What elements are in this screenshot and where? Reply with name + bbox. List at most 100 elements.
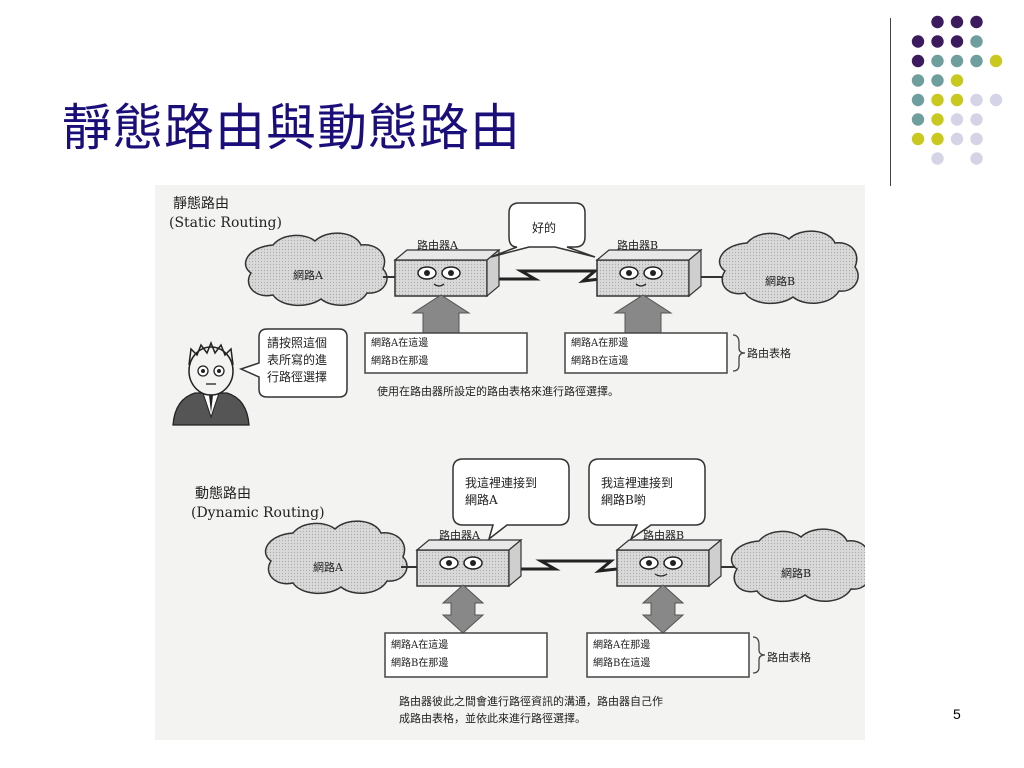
static-heading-en: (Static Routing) — [169, 215, 282, 231]
dynamic-table-a-row: 網路A在這邊 — [391, 640, 449, 651]
dynamic-speech-bubble-a — [452, 458, 570, 542]
static-routing-table-label: 路由表格 — [747, 347, 791, 360]
decorative-dot — [931, 152, 944, 165]
dynamic-network-b-label: 網路B — [781, 567, 812, 580]
decorative-dot — [970, 93, 983, 107]
page-number: 5 — [953, 706, 961, 722]
decorative-dot — [911, 93, 925, 107]
slide-title: 靜態路由與動態路由 — [62, 99, 521, 157]
static-router-b — [595, 248, 703, 298]
dynamic-heading: 動態路由 — [195, 486, 251, 502]
dynamic-caption: 路由器彼此之間會進行路徑資訊的溝通，路由器自己作 成路由表格，並依此來進行路徑選… — [399, 693, 663, 727]
dynamic-caption-line: 路由器彼此之間會進行路徑資訊的溝通，路由器自己作 — [399, 695, 663, 708]
decorative-dot — [989, 54, 1003, 68]
decorative-dot — [970, 15, 983, 29]
dynamic-arrow-b — [641, 584, 685, 634]
static-table-b-row: 網路B在這邊 — [571, 356, 629, 367]
decorative-dot — [950, 54, 964, 68]
decorative-dot — [970, 113, 983, 126]
decorative-dot — [931, 35, 944, 48]
dynamic-table-a-text: 網路A在這邊 網路B在那邊 — [391, 637, 448, 673]
static-cloud-network-a — [244, 232, 388, 307]
decorative-dot — [931, 93, 944, 107]
dynamic-routing-table-label: 路由表格 — [767, 651, 811, 664]
static-router-a — [393, 248, 501, 298]
dynamic-speech-b-line: 我這裡連接到 — [601, 476, 674, 490]
person-speech-line: 請按照這個 — [267, 336, 328, 350]
decorative-dot — [931, 15, 944, 29]
decorative-dot — [970, 152, 983, 165]
decorative-dot — [950, 35, 964, 48]
dynamic-table-b — [586, 632, 750, 678]
decorative-dot — [970, 54, 983, 68]
routing-diagram-svg — [172, 202, 865, 678]
decorative-dot — [970, 35, 983, 48]
decorative-dot — [911, 54, 925, 68]
dynamic-table-a-row: 網路B在那邊 — [391, 658, 449, 669]
dynamic-table-a — [384, 632, 548, 678]
static-speech-text: 好的 — [532, 221, 557, 235]
dynamic-cloud-network-b — [730, 528, 865, 603]
person-speech-line: 表所寫的進 — [267, 353, 328, 367]
person-speech-text: 請按照這個 表所寫的進 行路徑選擇 — [267, 335, 327, 386]
decorative-dot — [911, 74, 925, 87]
decorative-dot — [911, 35, 925, 48]
static-table-b — [564, 332, 728, 374]
dynamic-arrow-a — [441, 584, 485, 634]
static-link-zigzag — [485, 269, 601, 284]
dynamic-speech-bubble-b — [588, 458, 706, 542]
dynamic-table-b-row: 網路A在那邊 — [593, 640, 651, 651]
static-table-b-text: 網路A在那邊 網路B在這邊 — [571, 335, 628, 371]
decorative-dot — [950, 132, 964, 146]
dynamic-speech-b-line: 網路B喲 — [601, 493, 646, 507]
static-speech-bubble — [490, 202, 596, 258]
decorative-dot — [931, 113, 944, 126]
decorative-dot — [950, 15, 964, 29]
person-speech-line: 行路徑選擇 — [267, 370, 328, 384]
dynamic-cloud-network-a — [264, 520, 408, 595]
decorative-dot — [931, 74, 944, 87]
static-network-b-label: 網路B — [765, 275, 796, 288]
dynamic-router-b — [615, 538, 723, 588]
dynamic-router-b-label: 路由器B — [643, 529, 685, 542]
static-caption: 使用在路由器所設定的路由表格來進行路徑選擇。 — [377, 385, 619, 398]
static-cloud-network-b — [718, 230, 859, 305]
dynamic-network-a-label: 網路A — [313, 561, 343, 574]
dynamic-caption-line: 成路由表格，並依此來進行路徑選擇。 — [399, 712, 586, 725]
decorative-dot — [911, 132, 925, 146]
decorative-dot — [989, 93, 1003, 107]
divider-line — [890, 18, 891, 186]
static-table-a-text: 網路A在這邊 網路B在那邊 — [371, 335, 428, 371]
dynamic-heading-en: (Dynamic Routing) — [191, 505, 325, 521]
static-table-a-row: 網路B在那邊 — [371, 356, 429, 367]
dynamic-speech-b-text: 我這裡連接到 網路B喲 — [601, 475, 673, 509]
static-table-b-row: 網路A在那邊 — [571, 338, 629, 349]
static-table-a — [364, 332, 528, 374]
person-speech-bubble — [238, 328, 348, 398]
dynamic-speech-a-line: 我這裡連接到 — [465, 476, 538, 490]
static-table-a-row: 網路A在這邊 — [371, 338, 429, 349]
static-arrow-b — [613, 294, 673, 334]
dynamic-speech-a-line: 網路A — [465, 493, 498, 507]
decorative-dot — [911, 113, 925, 126]
static-router-b-label: 路由器B — [617, 239, 659, 252]
person-illustration — [172, 340, 250, 426]
decorative-dot — [950, 93, 964, 107]
dynamic-router-a-label: 路由器A — [439, 529, 480, 542]
decorative-dot — [950, 74, 964, 87]
static-arrow-a — [411, 294, 471, 334]
dynamic-speech-a-text: 我這裡連接到 網路A — [465, 475, 537, 509]
static-heading: 靜態路由 — [173, 196, 229, 212]
decorative-dot — [970, 132, 983, 146]
dynamic-table-b-row: 網路B在這邊 — [593, 658, 651, 669]
decorative-dot — [931, 54, 944, 68]
static-network-a-label: 網路A — [293, 269, 323, 282]
decorative-dot — [931, 132, 944, 146]
decorative-dot — [950, 113, 964, 126]
dynamic-router-a — [415, 538, 523, 588]
routing-figure: 靜態路由 (Static Routing) 路由器A 路由器B 網路A 網路B … — [155, 185, 865, 740]
dynamic-link-zigzag — [507, 559, 618, 574]
decorative-dot-grid — [911, 15, 1003, 165]
static-router-a-label: 路由器A — [417, 239, 458, 252]
dynamic-table-b-text: 網路A在那邊 網路B在這邊 — [593, 637, 650, 673]
